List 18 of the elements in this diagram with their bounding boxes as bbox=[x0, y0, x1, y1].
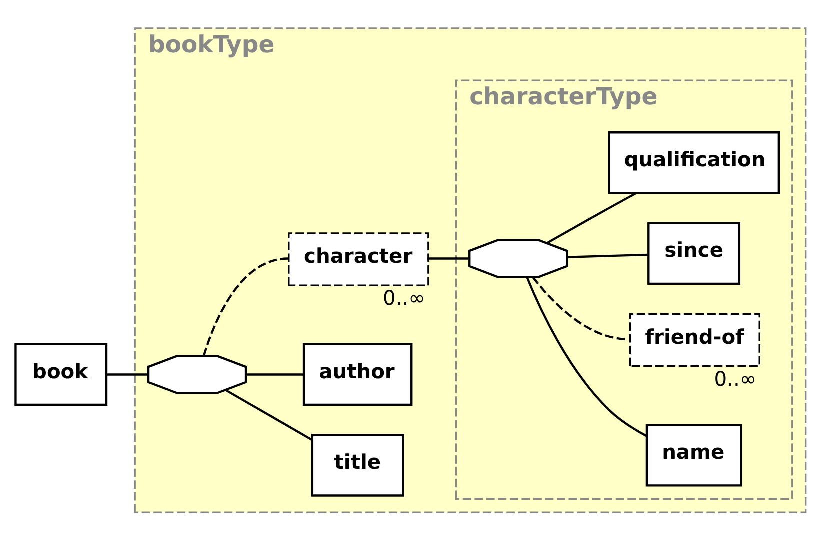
node-box: since bbox=[648, 222, 741, 286]
node-box: qualification bbox=[608, 132, 780, 194]
node-box: title bbox=[311, 434, 404, 497]
connector bbox=[107, 374, 148, 376]
node-label: 0..∞ bbox=[383, 286, 426, 310]
node-box: book bbox=[14, 343, 108, 406]
connector bbox=[246, 374, 304, 376]
connector bbox=[226, 390, 312, 441]
node-box: author bbox=[302, 343, 413, 406]
connector bbox=[567, 254, 648, 258]
connector bbox=[202, 258, 288, 356]
node-label: 0..∞ bbox=[714, 366, 757, 391]
connector bbox=[428, 258, 470, 260]
node-box: name bbox=[646, 424, 742, 487]
connector bbox=[546, 192, 637, 244]
connector bbox=[526, 277, 648, 438]
node-octagon bbox=[147, 355, 248, 394]
node-octagon bbox=[468, 239, 568, 278]
